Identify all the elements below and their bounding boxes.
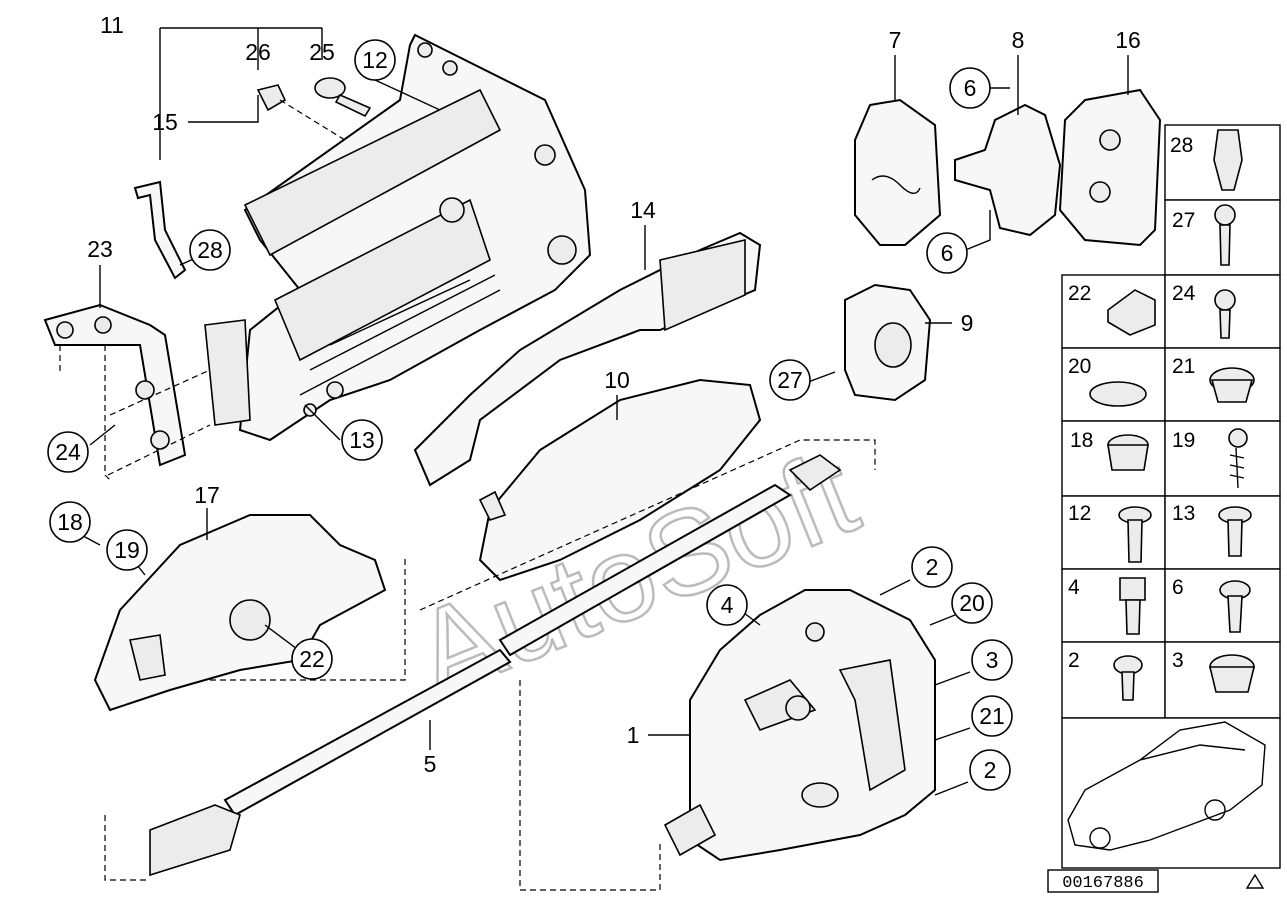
label-25: 25 [309,39,335,65]
svg-text:6: 6 [964,75,977,101]
label-14: 14 [630,197,656,223]
leader-lines [71,27,1129,796]
callout-28: 28 [189,229,231,271]
panel-label-13: 13 [1172,502,1195,525]
screw-19-thread-icon [1229,447,1245,489]
panel-label-12: 12 [1068,502,1091,525]
svg-text:22: 22 [299,646,325,672]
callout-22: 22 [291,638,333,680]
svg-text:28: 28 [197,237,223,263]
label-17: 17 [194,482,220,508]
panel-label-2: 2 [1068,649,1080,672]
striker-part-8 [954,103,1062,237]
clip-28-icon [1213,129,1243,191]
svg-text:21: 21 [979,703,1005,729]
bolt-4-head-icon [1119,577,1146,601]
callout-12: 12 [354,39,396,81]
svg-text:12: 12 [362,47,388,73]
handle-carrier-assembly [204,33,592,442]
panel-label-28: 28 [1170,134,1193,157]
callout-18: 18 [49,501,91,543]
panel-label-4: 4 [1068,576,1080,599]
svg-text:19: 19 [114,537,140,563]
svg-text:18: 18 [57,509,83,535]
warning-triangle-icon [1245,873,1265,889]
screw-24-shank-icon [1219,309,1231,339]
ring-part-25 [314,77,372,118]
lock-part-1 [689,589,936,862]
label-26: 26 [245,39,271,65]
screw-27-head-icon [1214,204,1236,226]
panel-label-3: 3 [1172,649,1184,672]
label-11: 11 [100,12,124,38]
grommet-20-icon [1089,381,1147,407]
panel-label-24: 24 [1172,282,1196,305]
svg-text:3: 3 [986,647,999,673]
rod-part-15 [133,180,187,280]
callout-4: 4 [706,584,748,626]
panel-label-6: 6 [1172,576,1184,599]
svg-text:2: 2 [926,554,939,580]
label-15: 15 [152,109,178,135]
panel-label-27: 27 [1172,209,1195,232]
reference-number: 00167886 [1062,874,1144,893]
panel-label-18: 18 [1070,429,1093,452]
svg-text:2: 2 [984,757,997,783]
callout-27: 27 [769,359,811,401]
panel-label-21: 21 [1172,355,1195,378]
screw-27-shank-icon [1219,224,1231,266]
callout-2-top: 2 [911,546,953,588]
panel-label-22: 22 [1068,282,1091,305]
label-5: 5 [424,751,437,777]
label-9: 9 [961,310,974,336]
fastener-panel: 28 27 22 24 20 21 18 19 12 13 4 6 2 3 [1047,124,1281,893]
callout-20: 20 [951,582,993,624]
bracket-part-23 [43,303,187,467]
seal-part-7 [854,98,942,246]
car-silhouette-icon [1067,721,1266,851]
handle-cover-part-10 [478,378,762,582]
panel-label-19: 19 [1172,429,1195,452]
callout-24: 24 [47,431,89,473]
svg-text:4: 4 [721,592,734,618]
label-16: 16 [1115,27,1141,53]
callout-6-bottom: 6 [926,232,968,274]
callout-6-top: 6 [949,67,991,109]
svg-text:24: 24 [55,439,81,465]
svg-text:13: 13 [349,427,375,453]
label-1: 1 [627,722,640,748]
screw-19-head-icon [1228,428,1248,448]
panel-label-20: 20 [1068,355,1091,378]
callout-19: 19 [106,529,148,571]
label-8: 8 [1012,27,1025,53]
rod-part-5 [223,648,512,817]
label-7: 7 [889,27,902,53]
svg-text:27: 27 [777,367,803,393]
svg-text:6: 6 [941,240,954,266]
callout-13: 13 [341,419,383,461]
callout-21: 21 [971,695,1013,737]
plate-part-16 [1058,88,1162,247]
callout-2-bottom: 2 [969,749,1011,791]
screw-24-head-icon [1214,289,1236,311]
label-10: 10 [604,367,630,393]
label-23: 23 [87,236,113,262]
svg-text:20: 20 [959,590,985,616]
callout-3: 3 [971,639,1013,681]
cap-part-26 [256,84,287,112]
clip-22-icon [1107,289,1156,336]
